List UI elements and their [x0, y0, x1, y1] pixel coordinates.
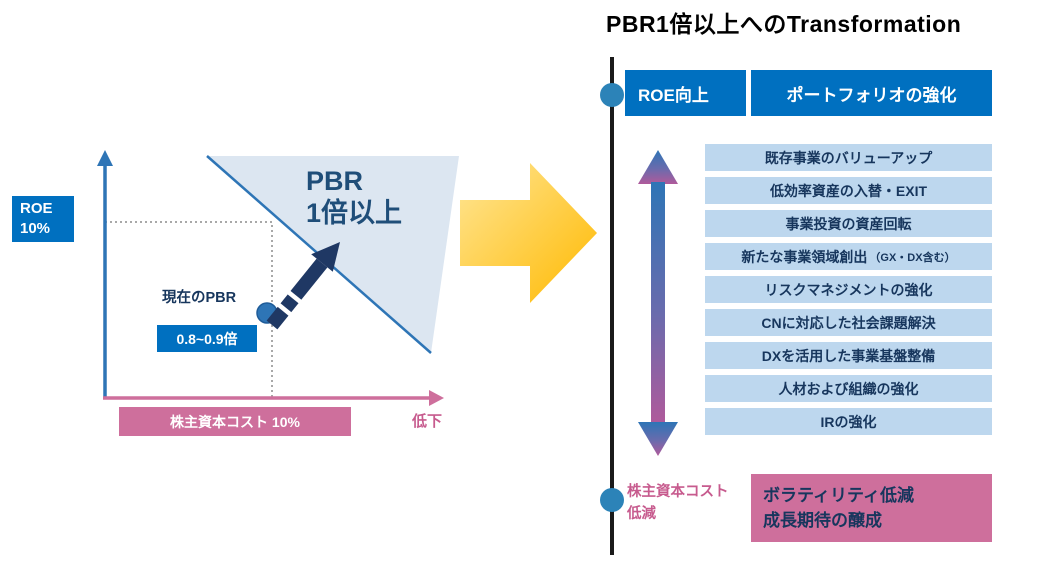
measure-item: DXを活用した事業基盤整備 — [705, 342, 992, 369]
current-pbr-value-badge: 0.8~0.9倍 — [157, 325, 257, 352]
measure-item: IRの強化 — [705, 408, 992, 435]
measure-item-label: 事業投資の資産回転 — [785, 215, 912, 232]
pbr-chart — [97, 150, 459, 406]
guide-dotted-lines — [105, 221, 273, 398]
roe-axis-label-line2: 10% — [20, 220, 51, 237]
improvement-arrow-stripe — [276, 302, 293, 317]
improvement-arrow-shaft — [266, 258, 328, 330]
roe-axis-label: ROE 10% — [12, 196, 74, 242]
measure-item: 人材および組織の強化 — [705, 375, 992, 402]
cost-section-header: 株主資本コスト 低減 — [627, 481, 729, 526]
measure-item-note: （GX・DX含む） — [869, 251, 956, 264]
roe-bullet-dot — [600, 83, 624, 107]
measure-item-label: 低効率資産の入替・EXIT — [769, 182, 928, 199]
portfolio-header: ポートフォリオの強化 — [751, 70, 992, 116]
measure-item-label: DXを活用した事業基盤整備 — [761, 347, 936, 364]
axis-direction-label: 低下 — [412, 413, 443, 430]
measure-item-label: 人材および組織の強化 — [778, 380, 919, 397]
measure-item-label: リスクマネジメントの強化 — [764, 281, 933, 298]
page-title: PBR1倍以上へのTransformation — [606, 11, 962, 37]
improvement-arrow-stripe — [286, 289, 303, 305]
cost-measure-line2: 成長期待の醸成 — [763, 511, 882, 530]
measure-item: 新たな事業領域創出（GX・DX含む） — [705, 243, 992, 270]
measure-item: 既存事業のバリューアップ — [705, 144, 992, 171]
measure-item-label: CNに対応した社会課題解決 — [761, 314, 936, 331]
cost-axis-label: 株主資本コスト 10% — [119, 407, 351, 436]
cost-section-header-line1: 株主資本コスト — [627, 484, 729, 500]
roe-axis-label-line1: ROE — [20, 199, 53, 217]
measure-item: CNに対応した社会課題解決 — [705, 309, 992, 336]
pbr-region-label-line2: 1倍以上 — [306, 197, 403, 228]
pbr-region-label: PBR 1倍以上 — [306, 166, 402, 230]
current-pbr-caption: 現在のPBR — [162, 290, 237, 306]
measure-item-label: 新たな事業領域創出 — [741, 248, 868, 265]
pbr-region-label-line1: PBR — [306, 166, 364, 196]
roe-section-header: ROE向上 — [625, 70, 746, 116]
improvement-arrow-head — [311, 242, 340, 272]
transformation-arrow — [460, 163, 597, 303]
measure-list: 既存事業のバリューアップ 低効率資産の入替・EXIT 事業投資の資産回転 新たな… — [705, 144, 992, 435]
cost-measure-line1: ボラティリティ低減 — [763, 485, 914, 505]
cost-measure-box: ボラティリティ低減 成長期待の醸成 — [751, 474, 992, 542]
measure-item-label: 既存事業のバリューアップ — [764, 149, 933, 166]
measure-item: 低効率資産の入替・EXIT — [705, 177, 992, 204]
measure-item: リスクマネジメントの強化 — [705, 276, 992, 303]
cost-bullet-dot — [600, 488, 624, 512]
x-axis-arrowhead — [429, 390, 444, 406]
scope-double-arrow — [638, 150, 678, 456]
measure-item: 事業投資の資産回転 — [705, 210, 992, 237]
y-axis-arrowhead — [97, 150, 113, 166]
cost-section-header-line2: 低減 — [627, 506, 656, 523]
vertical-divider — [610, 57, 614, 555]
measure-item-label: IRの強化 — [820, 413, 877, 430]
